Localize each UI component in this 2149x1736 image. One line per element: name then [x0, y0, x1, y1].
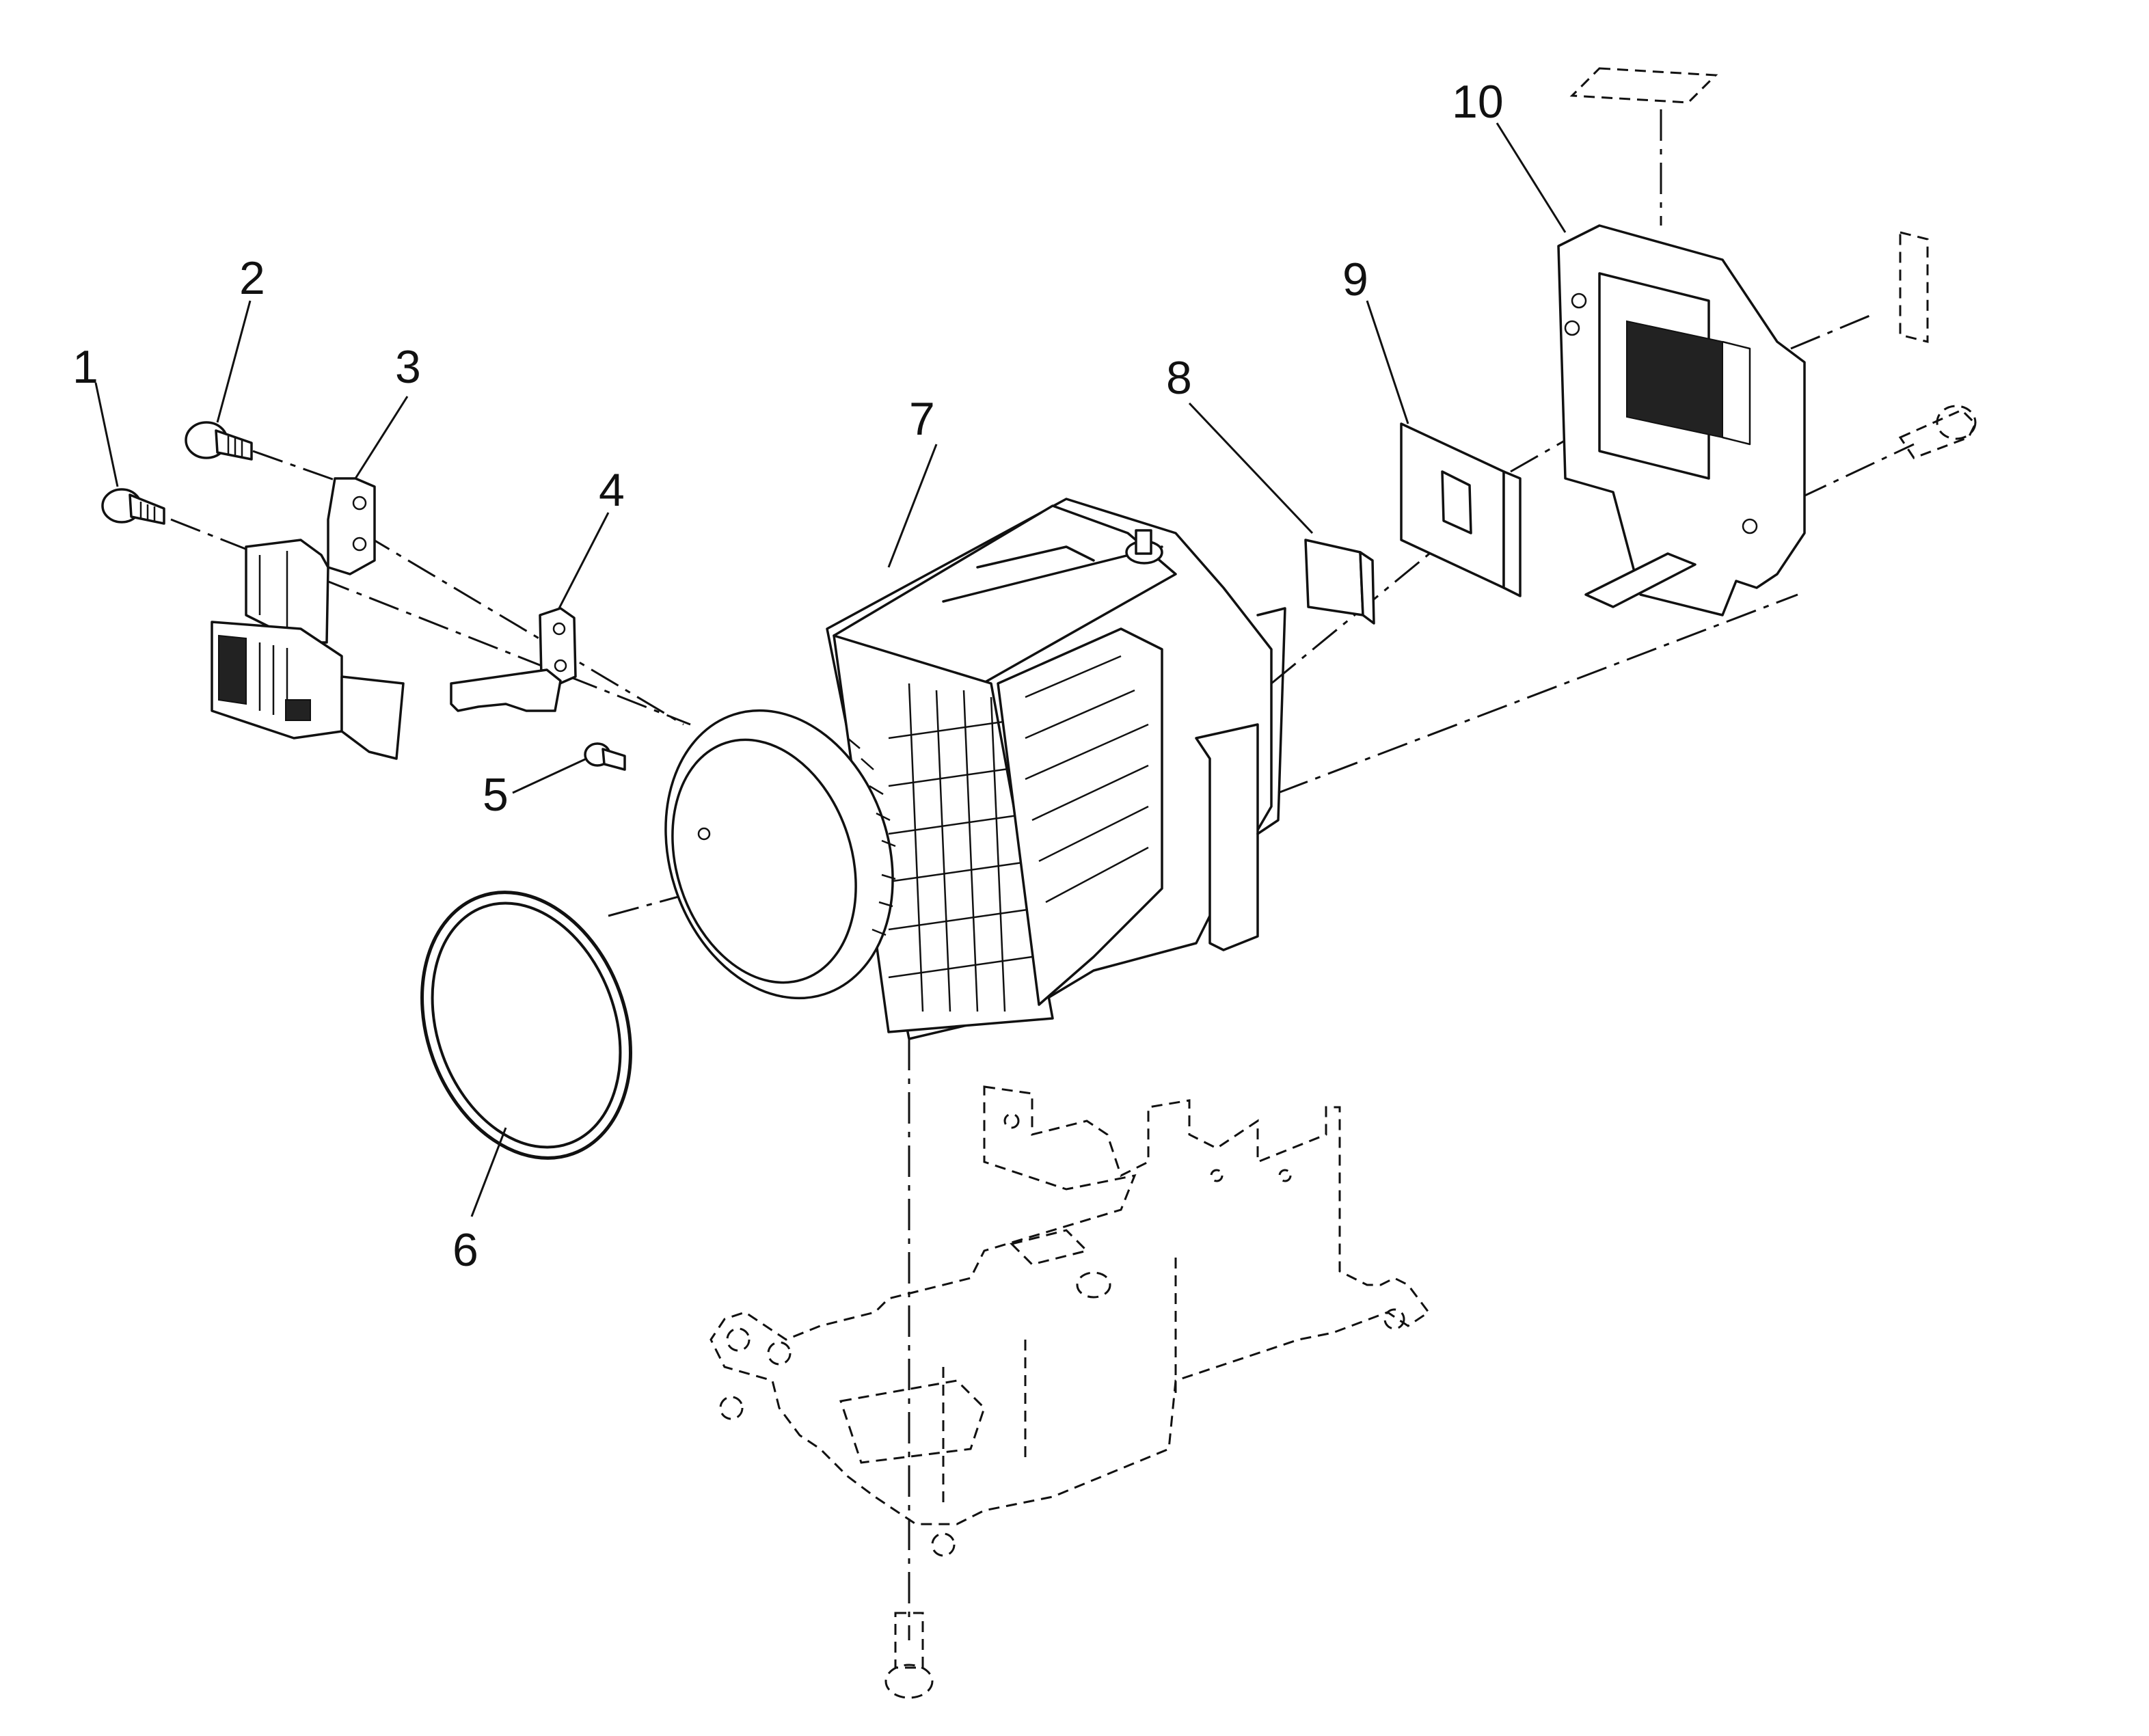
- part-9-rubber-gasket: [1400, 422, 1522, 597]
- hidden-chassis-plate: [709, 1085, 1431, 1557]
- part-10-ccd-board: [1557, 224, 1806, 616]
- hidden-screw-right: [1898, 405, 1977, 459]
- part-6-o-ring: [420, 891, 632, 1160]
- callout-4: 4: [599, 464, 625, 516]
- part-1-screw: [101, 488, 165, 525]
- part-8-filter: [1304, 539, 1375, 625]
- hidden-screw-bottom: [884, 1612, 934, 1699]
- part-2-screw: [185, 421, 253, 461]
- callout-1: 1: [72, 341, 98, 393]
- callout-9: 9: [1342, 254, 1368, 306]
- part-4-clip: [450, 607, 577, 712]
- callout-8: 8: [1166, 352, 1192, 404]
- callout-3: 3: [395, 341, 421, 393]
- part-3-coil-bracket: [211, 477, 405, 760]
- part-7-lens-block: [664, 498, 1286, 1040]
- callout-5: 5: [483, 769, 509, 821]
- callout-10: 10: [1452, 76, 1504, 128]
- leader-lines: [94, 122, 1567, 1217]
- callout-7: 7: [909, 393, 935, 445]
- callout-2: 2: [239, 252, 265, 304]
- callout-6: 6: [452, 1224, 478, 1276]
- part-5-screw: [584, 742, 626, 771]
- hidden-pads: [1569, 67, 1929, 343]
- callout-labels: 1 2 3 4 5 6 7 8 9 10: [72, 76, 1504, 1276]
